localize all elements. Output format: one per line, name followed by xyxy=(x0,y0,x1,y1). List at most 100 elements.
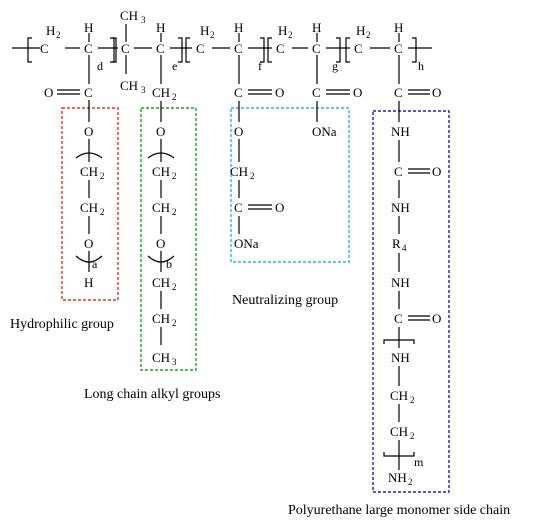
polymer-backbone xyxy=(12,24,432,74)
index-d: d xyxy=(97,59,103,73)
nh-h2: NH xyxy=(391,200,410,215)
caption-hydrophilic: Hydrophilic group xyxy=(10,317,114,332)
neutralizing-group-box xyxy=(230,107,350,263)
alkyl-group-box xyxy=(140,107,197,371)
backbone-c9: C xyxy=(354,41,363,56)
svg-text:2: 2 xyxy=(210,30,215,40)
side-chain-e: CH 2 O CH 2 CH 2 O b CH 2 CH 2 CH 3 xyxy=(147,55,177,367)
side-chain-g: C O ONa xyxy=(312,55,362,139)
svg-text:3: 3 xyxy=(141,85,146,95)
svg-text:4: 4 xyxy=(402,243,407,253)
backbone-h2-1: H xyxy=(46,23,55,38)
backbone-c2: C xyxy=(84,41,93,56)
svg-text:2: 2 xyxy=(410,431,415,441)
ester-o-f: O xyxy=(234,124,243,139)
svg-text:3: 3 xyxy=(172,357,177,367)
caption-neutralizing: Neutralizing group xyxy=(232,293,338,308)
backbone-h-8: H xyxy=(312,20,321,35)
svg-text:2: 2 xyxy=(100,171,105,181)
ch2-e4: CH xyxy=(152,311,170,326)
backbone-atoms: C H 2 C H d C CH 3 CH 3 C H e C H 2 C H … xyxy=(40,8,424,95)
nh-h3: NH xyxy=(391,275,410,290)
terminal-h-d: H xyxy=(84,275,93,290)
r4-h: R xyxy=(392,236,401,251)
svg-text:2: 2 xyxy=(366,30,371,40)
methyl-top: CH xyxy=(120,8,138,23)
urea2-c-h: C xyxy=(394,311,403,326)
ch3-e: CH xyxy=(152,350,170,365)
ch2-e0: CH xyxy=(152,85,170,100)
backbone-h2-5: H xyxy=(200,23,209,38)
svg-text:2: 2 xyxy=(288,30,293,40)
nh-h1: NH xyxy=(391,124,410,139)
backbone-c1: C xyxy=(40,41,49,56)
svg-text:2: 2 xyxy=(408,477,413,487)
backbone-c7: C xyxy=(276,41,285,56)
ch2-d1: CH xyxy=(80,164,98,179)
backbone-h-10: H xyxy=(394,20,403,35)
carbonyl-c-d: C xyxy=(84,85,93,100)
nh2-terminal: NH xyxy=(388,470,407,485)
index-b: b xyxy=(166,257,172,271)
polyurethane-side-chain-box xyxy=(372,110,450,493)
index-a: a xyxy=(92,257,98,271)
methyl-bottom: CH xyxy=(120,78,138,93)
ether-o-d: O xyxy=(84,236,93,251)
svg-text:2: 2 xyxy=(172,318,177,328)
index-h: h xyxy=(418,59,424,73)
ch2-e1: CH xyxy=(152,164,170,179)
hydrophilic-group-box xyxy=(61,107,119,301)
carbonyl-o-f: O xyxy=(275,85,284,100)
ether-o-e2: O xyxy=(156,236,165,251)
carbonyl-o-d: O xyxy=(44,85,53,100)
svg-text:2: 2 xyxy=(172,207,177,217)
carbonyl-o-g: O xyxy=(353,85,362,100)
index-e: e xyxy=(172,59,177,73)
backbone-c4: C xyxy=(156,41,165,56)
urea-o-h: O xyxy=(432,164,441,179)
index-f: f xyxy=(258,59,262,73)
side-chain-f: C O O CH 2 C O ONa xyxy=(230,55,284,251)
carbonyl-c-h: C xyxy=(394,85,403,100)
backbone-c8: C xyxy=(312,41,321,56)
svg-text:2: 2 xyxy=(172,282,177,292)
urea-c-h: C xyxy=(394,164,403,179)
acid-o-f: O xyxy=(275,200,284,215)
caption-alkyl: Long chain alkyl groups xyxy=(84,387,220,402)
backbone-c3: C xyxy=(121,41,130,56)
ona-g: ONa xyxy=(312,124,337,139)
ch2-d2: CH xyxy=(80,200,98,215)
backbone-h2-7: H xyxy=(278,23,287,38)
svg-text:3: 3 xyxy=(141,15,146,25)
ester-o-d: O xyxy=(84,124,93,139)
index-m: m xyxy=(414,455,424,469)
backbone-c6: C xyxy=(234,41,243,56)
carbonyl-c-g: C xyxy=(312,85,321,100)
backbone-h-2: H xyxy=(84,20,93,35)
index-g: g xyxy=(332,59,338,73)
svg-text:2: 2 xyxy=(56,30,61,40)
ona-f: ONa xyxy=(234,236,259,251)
side-chain-h: C O NH C O NH R 4 NH C O NH CH 2 CH 2 m … xyxy=(383,55,441,487)
svg-text:2: 2 xyxy=(250,171,255,181)
svg-text:2: 2 xyxy=(410,395,415,405)
backbone-c5: C xyxy=(196,41,205,56)
backbone-h-6: H xyxy=(234,20,243,35)
nh-h4: NH xyxy=(391,350,410,365)
ch2-e3: CH xyxy=(152,275,170,290)
carbonyl-c-f: C xyxy=(234,85,243,100)
caption-polyurethane: Polyurethane large monomer side chain xyxy=(288,503,510,518)
backbone-h-4: H xyxy=(156,20,165,35)
backbone-c10: C xyxy=(394,41,403,56)
ch2-h2: CH xyxy=(390,424,408,439)
svg-text:2: 2 xyxy=(172,171,177,181)
carbonyl-o-h: O xyxy=(432,85,441,100)
backbone-h2-9: H xyxy=(356,23,365,38)
ch2-h1: CH xyxy=(390,388,408,403)
ether-o-e1: O xyxy=(156,124,165,139)
ch2-f: CH xyxy=(230,164,248,179)
ch2-e2: CH xyxy=(152,200,170,215)
urea2-o-h: O xyxy=(432,311,441,326)
svg-text:2: 2 xyxy=(172,92,177,102)
